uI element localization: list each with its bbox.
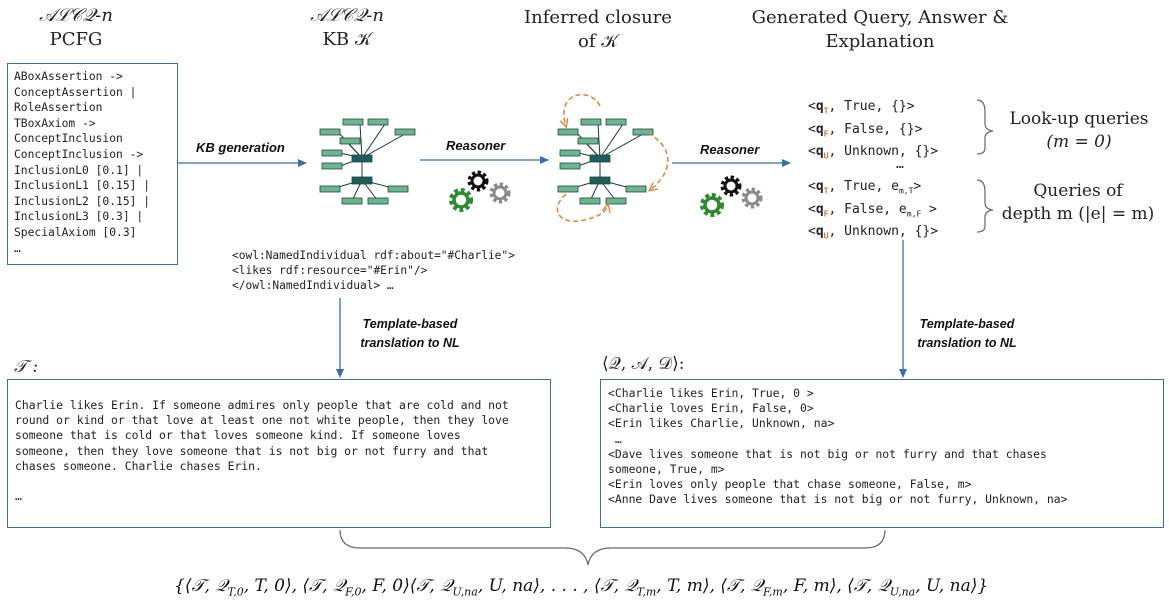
- depth-brace: [976, 179, 994, 233]
- query-row: <qF, False, em,F >: [808, 201, 937, 219]
- query-row: <qT, True, em,T>: [808, 179, 922, 196]
- qad-line: <Charlie loves Erin, False, 0>: [608, 401, 814, 416]
- template-label-right-line2: translation to NL: [917, 336, 1017, 350]
- lookup-queries-label: Look-up queries (m = 0): [998, 108, 1160, 154]
- depth-label-line1: Queries of: [1033, 181, 1123, 201]
- lookup-label-line2: (m = 0): [1046, 132, 1112, 152]
- pcfg-rule-line: ConceptInclusion: [14, 132, 123, 146]
- pcfg-rules-list: ABoxAssertion -> ConceptAssertion | RoleAs…: [14, 69, 171, 256]
- qad-line: someone, True, m>: [608, 462, 725, 477]
- template-label-right-line1: Template-based: [919, 317, 1015, 331]
- kb-heading-line2: KB 𝒦: [322, 29, 372, 50]
- generated-heading-line1: Generated Query, Answer &: [751, 7, 1009, 28]
- t-text: Charlie likes Erin. If someone admires o…: [15, 398, 509, 504]
- dataset-formula: {⟨𝒯, 𝒬T,0, T, 0⟩, ⟨𝒯, 𝒬F,0, F, 0⟩⟨𝒯, 𝒬U,…: [174, 576, 989, 599]
- pcfg-rule-line: ConceptAssertion |: [14, 85, 137, 99]
- pcfg-rule-line: ConceptInclusion ->: [14, 147, 144, 161]
- pcfg-rule-line: RoleAssertion: [14, 101, 103, 115]
- kb-graph: [319, 118, 416, 205]
- query-row: <qU, Unknown, {}>: [808, 144, 939, 161]
- qad-lines: <Charlie likes Erin, True, 0 ><Charlie l…: [608, 386, 1156, 508]
- qad-line: …: [608, 431, 622, 446]
- kb-heading: 𝒜ℒ𝒞𝒬-n KB 𝒦: [292, 4, 402, 52]
- generated-heading: Generated Query, Answer & Explanation: [740, 6, 1020, 54]
- template-label-left-line1: Template-based: [362, 317, 458, 331]
- pcfg-heading: 𝒜ℒ𝒞𝒬-n PCFG: [28, 4, 124, 52]
- depth-queries: <qT, True, em,T> <qF, False, em,F > <qU, U…: [808, 178, 938, 246]
- pcfg-box: ABoxAssertion -> ConceptAssertion | RoleAs…: [7, 63, 178, 265]
- owl-snippet: <owl:NamedIndividual rdf:about="#Charlie…: [232, 248, 515, 293]
- depth-label-line2: depth m (|e| = m): [1001, 204, 1155, 224]
- closure-heading-line1: Inferred closure: [524, 7, 672, 28]
- pcfg-rule-line: InclusionL2 [0.15] |: [14, 194, 151, 208]
- lookup-queries: <qT, True, {}> <qF, False, {}> <qU, Unknow…: [808, 98, 938, 166]
- qad-line: <Anne Dave lives someone that is not big…: [608, 492, 1068, 507]
- owl-line: <owl:NamedIndividual rdf:about="#Charlie…: [232, 249, 515, 262]
- reasoner-label-1: Reasoner: [446, 138, 506, 153]
- closure-graph: [556, 93, 669, 223]
- closure-heading: Inferred closure of 𝒦: [508, 6, 688, 54]
- qad-line: <Dave lives someone that is not big or n…: [608, 446, 1047, 461]
- pcfg-rule-line: …: [14, 241, 21, 255]
- pcfg-rule-line: InclusionL1 [0.15] |: [14, 179, 151, 193]
- owl-line: </owl:NamedIndividual> …: [232, 279, 394, 292]
- owl-line: <likes rdf:resource="#Erin"/>: [232, 264, 428, 277]
- queries-ellipsis: …: [896, 157, 904, 172]
- bottom-brace: [339, 529, 886, 566]
- pcfg-rule-line: SpecialAxiom [0.3]: [14, 225, 137, 239]
- pcfg-heading-line2: PCFG: [49, 29, 103, 50]
- pcfg-heading-line1: 𝒜ℒ𝒞𝒬-n: [39, 5, 113, 26]
- t-label: 𝒯 :: [14, 357, 39, 377]
- gears-icon: [700, 175, 763, 217]
- qad-line: <Charlie likes Erin, True, 0 >: [608, 386, 814, 400]
- qad-line: <Erin loves only people that chase someo…: [608, 477, 972, 492]
- query-row: <qU, Unknown, {}>: [808, 224, 939, 241]
- template-label-left-line2: translation to NL: [360, 336, 460, 350]
- lookup-brace: [976, 99, 994, 155]
- kb-heading-line1: 𝒜ℒ𝒞𝒬-n: [310, 5, 384, 26]
- query-row: <qT, True, {}>: [808, 99, 915, 116]
- query-row: <qF, False, {}>: [808, 121, 923, 139]
- qad-label: ⟨𝒬, 𝒜, 𝒟⟩:: [602, 354, 685, 374]
- reasoner-label-2: Reasoner: [700, 142, 760, 157]
- closure-heading-line2: of 𝒦: [578, 31, 618, 52]
- depth-queries-label: Queries of depth m (|e| = m): [994, 180, 1162, 226]
- generated-heading-line2: Explanation: [825, 31, 935, 52]
- qad-line: <Erin likes Charlie, Unknown, na>: [608, 416, 835, 431]
- t-box: Charlie likes Erin. If someone admires o…: [7, 379, 551, 528]
- kb-generation-label: KB generation: [196, 140, 285, 155]
- qad-box: <Charlie likes Erin, True, 0 ><Charlie l…: [600, 379, 1164, 528]
- lookup-label-line1: Look-up queries: [1009, 109, 1149, 129]
- pcfg-rule-line: InclusionL3 [0.3] |: [14, 210, 144, 224]
- pcfg-rule-line: TBoxAxiom ->: [14, 116, 96, 130]
- gears-icon: [449, 170, 511, 212]
- pcfg-rule-line: InclusionL0 [0.1] |: [14, 163, 144, 177]
- template-label-right: Template-based translation to NL: [907, 315, 1027, 353]
- pcfg-rule-line: ABoxAssertion ->: [14, 70, 123, 83]
- template-label-left: Template-based translation to NL: [350, 315, 470, 353]
